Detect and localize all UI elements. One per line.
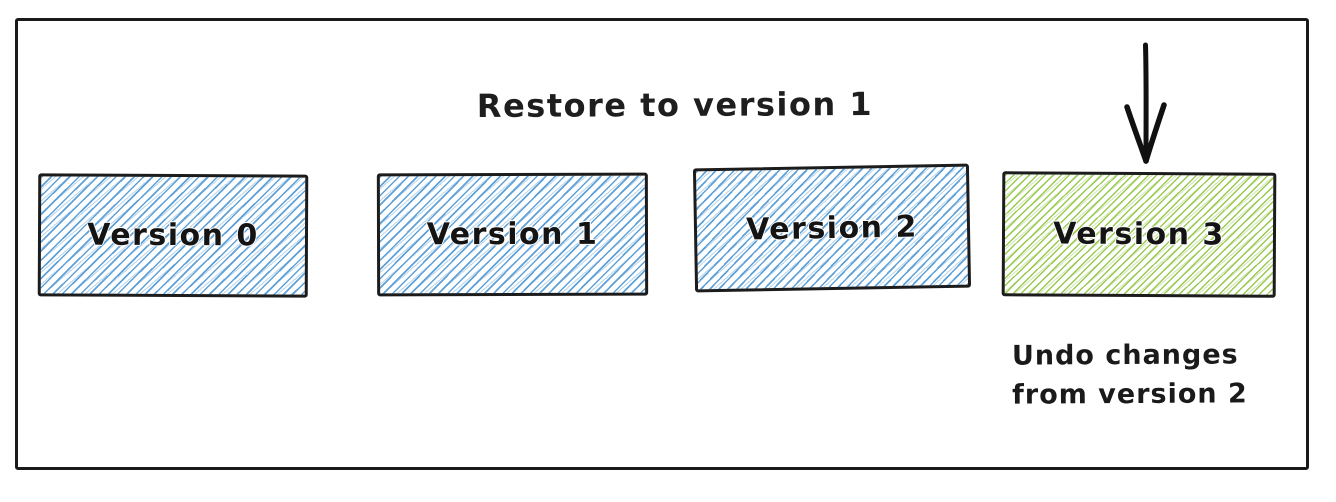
version-box-3: Version 3 [1001, 171, 1277, 298]
version-box-0: Version 0 [37, 173, 309, 298]
undo-annotation: Undo changes from version 2 [1012, 335, 1248, 414]
version-box-3-label: Version 3 [1053, 216, 1225, 253]
undo-annotation-line2: from version 2 [1012, 378, 1248, 411]
diagram-title: Restore to version 1 [476, 84, 874, 126]
version-box-0-label: Version 0 [87, 217, 259, 254]
version-box-2-label: Version 2 [745, 209, 919, 247]
version-box-1-label: Version 1 [426, 216, 599, 253]
undo-annotation-line1: Undo changes [1011, 339, 1239, 372]
version-box-1: Version 1 [376, 172, 649, 297]
version-box-2: Version 2 [692, 163, 972, 293]
down-arrow-icon [1124, 42, 1167, 164]
